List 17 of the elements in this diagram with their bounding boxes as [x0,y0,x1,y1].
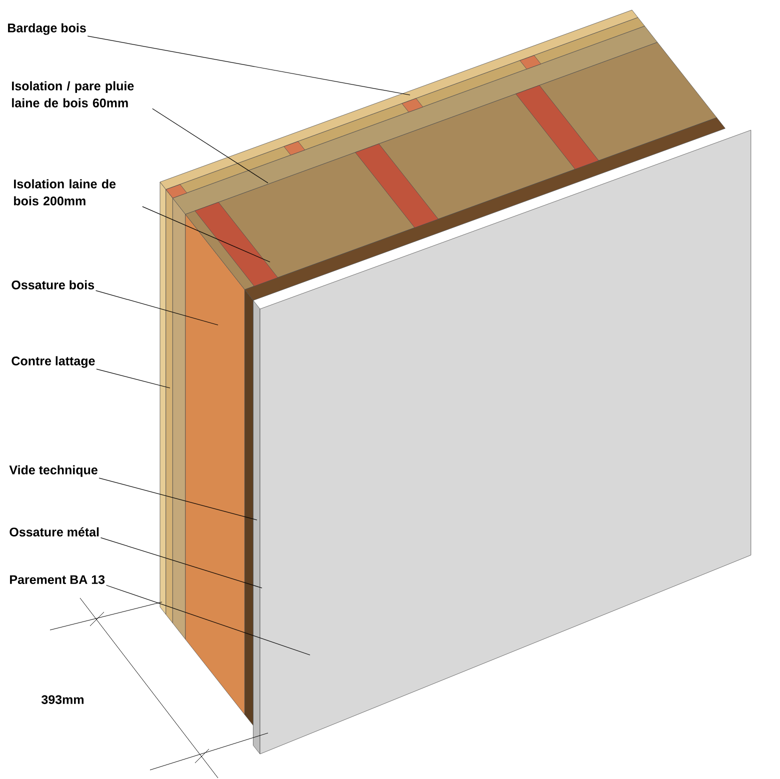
part-label: Isolation laine de bois 200mm [14,179,116,206]
part-label: Bardage bois [8,23,86,35]
part-label: Ossature bois [12,280,94,290]
part-label: Isolation / pare pluie laine de bois 60mm [12,81,134,108]
leader-line [100,537,262,588]
leader-line [87,36,410,96]
leader-line [152,108,268,184]
part-label: Contre lattage [12,356,95,368]
part-label: Vide technique [9,465,98,477]
leader-line [106,584,310,656]
leader-line [142,206,270,262]
dimension-label: 393mm [42,695,84,704]
part-label: Ossature métal [10,527,99,536]
leader-line [95,290,218,326]
leader-line [96,368,170,388]
leader-line [98,478,258,520]
part-label: Parement BA 13 [10,575,105,584]
